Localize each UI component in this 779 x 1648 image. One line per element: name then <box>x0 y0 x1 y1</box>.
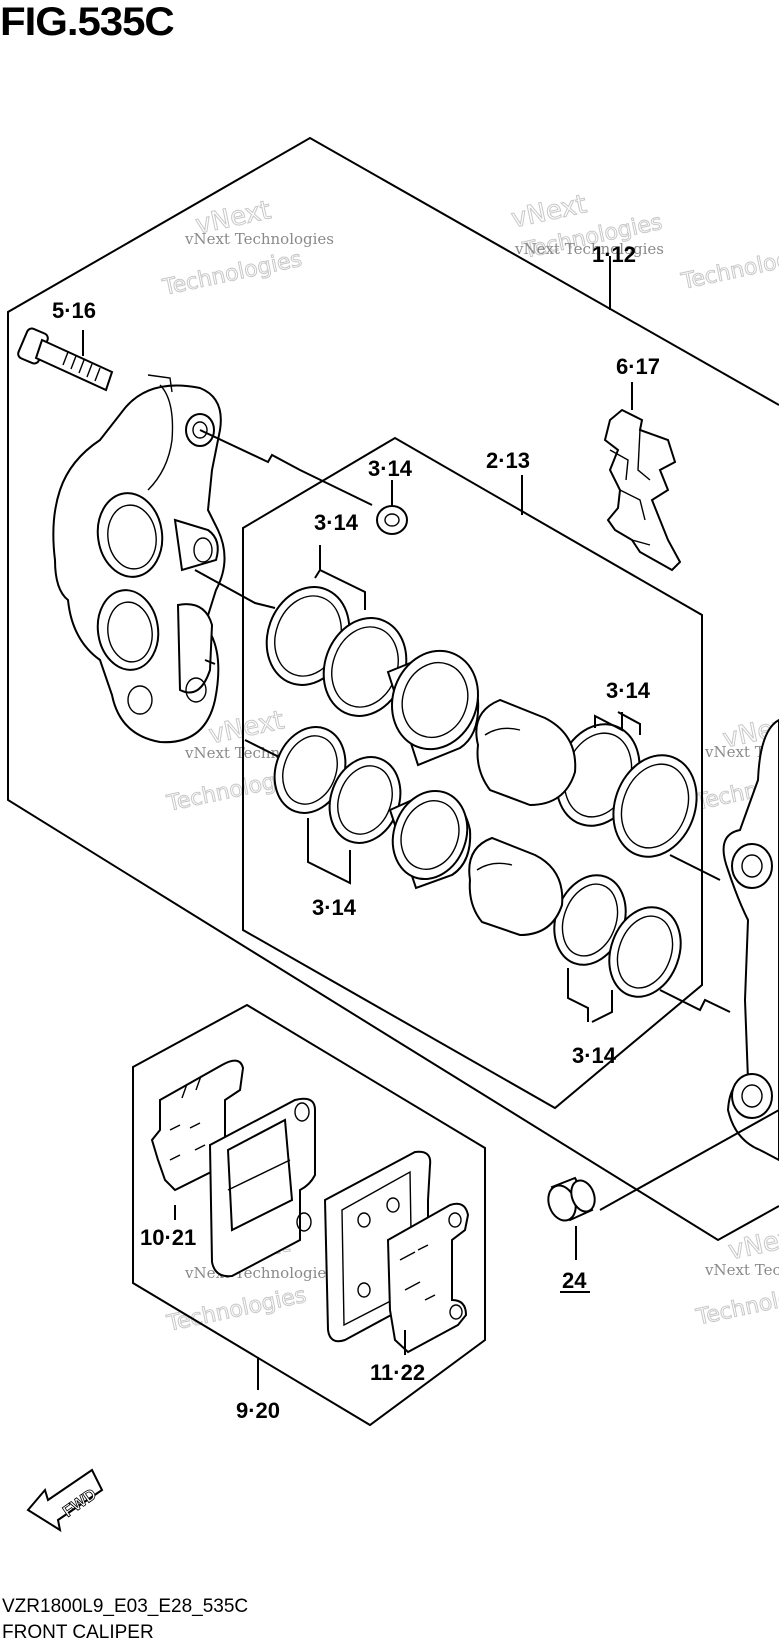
brake-pad-outer <box>323 1150 470 1355</box>
kit-leader-lines <box>307 545 641 1023</box>
callout-10-21: 10·21 <box>140 1225 196 1250</box>
callout-5-16: 5·16 <box>52 298 96 323</box>
left-caliper-body <box>52 374 226 744</box>
callout-3-14-lower-right: 3·14 <box>572 1043 617 1068</box>
callout-labels: 1·12 2·13 3·14 3·14 3·14 3·14 3·14 5·16 … <box>52 242 660 1423</box>
watermark-text: vNext Technologies <box>184 230 334 248</box>
watermark-technologies: Technologies <box>679 241 779 295</box>
watermark-technologies: Technologies <box>160 247 304 301</box>
pad-spring-part <box>603 382 682 572</box>
callout-2-13: 2·13 <box>486 448 530 473</box>
figure-title: FIG.535C <box>0 0 175 44</box>
brake-pad-inner <box>150 1059 316 1278</box>
callout-3-14-washer: 3·14 <box>368 456 413 481</box>
leader-lines-right <box>599 854 779 1211</box>
piston-seals <box>265 586 698 998</box>
washer-part <box>376 480 408 535</box>
section-name: FRONT CALIPER <box>2 1622 154 1643</box>
callout-3-14-upper-right: 3·14 <box>606 678 651 703</box>
sleeve-part <box>547 1176 596 1260</box>
watermark-text: vNext Technologies <box>704 1261 779 1279</box>
watermark-technologies: Technologies <box>164 1283 308 1337</box>
pistons <box>386 649 577 937</box>
callout-1-12: 1·12 <box>592 242 636 267</box>
callout-11-22: 11·22 <box>370 1360 425 1385</box>
fwd-direction-arrow: FWD <box>26 1468 104 1533</box>
watermark-text: vNext Technologies <box>184 1264 334 1282</box>
right-caliper-body <box>722 718 779 1162</box>
watermark-technologies: Technologies <box>693 1277 779 1331</box>
watermark-text: vNext Technologies <box>514 240 664 258</box>
callout-3-14-upper-left: 3·14 <box>314 510 359 535</box>
callout-6-17: 6·17 <box>616 354 660 379</box>
caliper-assembly-outline <box>7 136 779 1242</box>
brake-pad-set-outline <box>132 1003 486 1427</box>
piston-kit-outline <box>242 436 703 1110</box>
bolt-part <box>17 327 114 392</box>
model-code: VZR1800L9_E03_E28_535C <box>2 1596 249 1617</box>
callout-3-14-lower-left: 3·14 <box>312 895 357 920</box>
callout-24: 24 <box>562 1268 587 1293</box>
callout-9-20: 9·20 <box>236 1398 280 1423</box>
watermark-vnext: vNext <box>726 1221 779 1266</box>
